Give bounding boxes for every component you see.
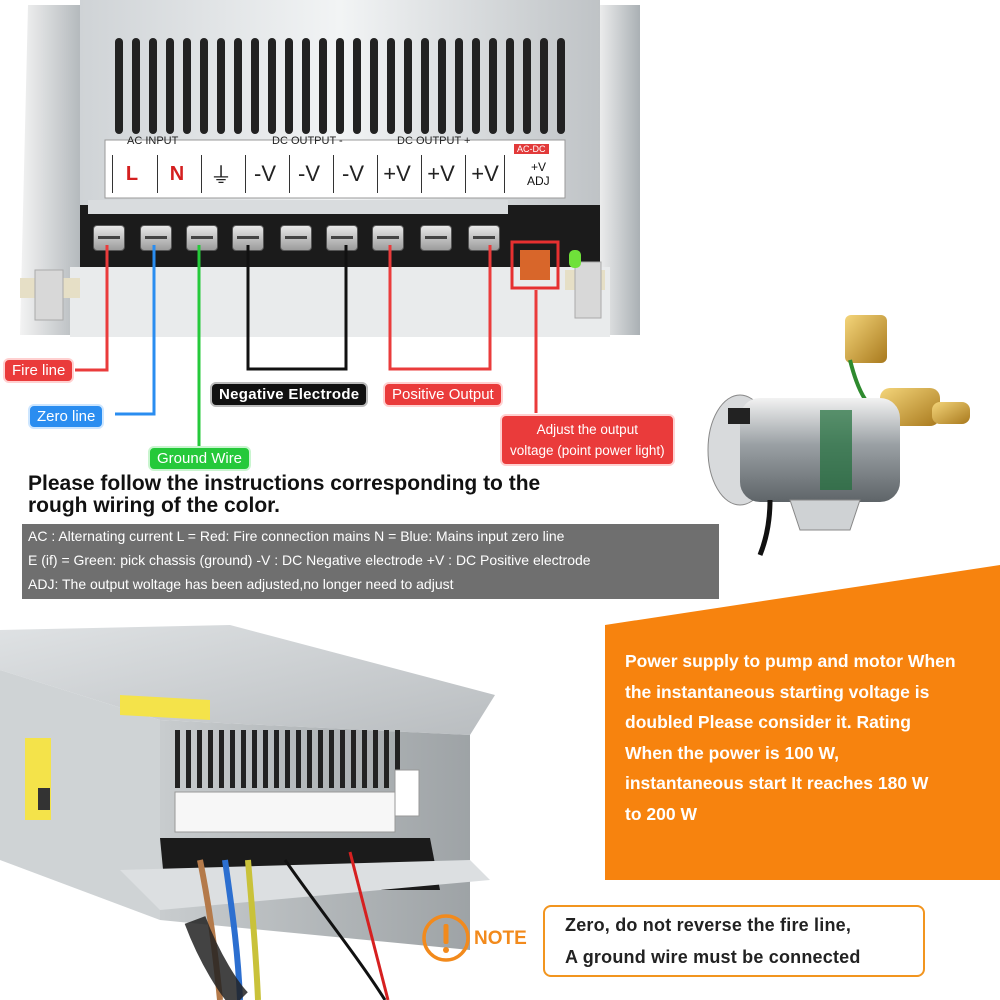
legend-line-1: AC : Alternating current L = Red: Fire c… — [28, 528, 565, 544]
dc-output-negative-label: DC OUTPUT - — [272, 135, 343, 147]
adj-label: ADJ — [527, 174, 550, 188]
color-legend-panel: AC : Alternating current L = Red: Fire c… — [22, 524, 719, 599]
banner-line-4: When the power is 100 W, — [625, 742, 839, 763]
note-box: Zero, do not reverse the fire line, A gr… — [543, 905, 925, 977]
screw-terminal — [420, 225, 452, 251]
ground-wire-tag: Ground Wire — [148, 446, 252, 471]
fire-wire — [75, 245, 109, 372]
legend-line-3: ADJ: The output woltage has been adjuste… — [28, 576, 454, 592]
water-pump-photo — [707, 315, 970, 556]
screw-terminal — [372, 225, 404, 251]
screw-terminal — [186, 225, 218, 251]
negative-electrode-tag: Negative Electrode — [210, 382, 369, 407]
wiring-diagram-lines — [75, 245, 538, 447]
negative-wire — [246, 245, 348, 371]
terminal-pos-2: +V — [421, 155, 460, 193]
terminal-neg-2: -V — [289, 155, 328, 193]
terminal-neg-1: -V — [245, 155, 284, 193]
terminal-pos-1: +V — [377, 155, 416, 193]
screw-terminal — [93, 225, 125, 251]
pump-motor-note: Power supply to pump and motor When the … — [625, 646, 1000, 829]
banner-line-3: doubled Please consider it. Rating — [625, 712, 911, 732]
positive-wire — [388, 245, 492, 371]
adjust-tag-line1: Adjust the output — [536, 422, 638, 437]
terminal-l: L — [112, 155, 151, 193]
screw-terminal — [468, 225, 500, 251]
screw-terminal — [140, 225, 172, 251]
dc-output-positive-label: DC OUTPUT + — [397, 135, 471, 147]
adjust-voltage-tag: Adjust the output voltage (point power l… — [500, 414, 675, 466]
positive-output-tag: Positive Output — [383, 382, 503, 407]
note-line-2: A ground wire must be connected — [565, 947, 861, 967]
terminal-pos-3: +V — [465, 155, 505, 193]
legend-line-2: E (if) = Green: pick chassis (ground) -V… — [28, 552, 591, 568]
adjust-tag-line2: voltage (point power light) — [510, 443, 665, 458]
ac-input-label: AC INPUT — [127, 135, 179, 147]
screw-terminal — [326, 225, 358, 251]
instructions-heading: Please follow the instructions correspon… — [28, 473, 668, 517]
terminal-n: N — [157, 155, 196, 193]
banner-line-6: to 200 W — [625, 803, 697, 824]
terminal-neg-3: -V — [333, 155, 372, 193]
banner-line-1: Power supply to pump and motor When — [625, 651, 956, 671]
banner-line-5: instantaneous start It reaches 180 W — [625, 773, 929, 793]
screw-terminal — [280, 225, 312, 251]
heading-line-1: Please follow the instructions correspon… — [28, 472, 541, 495]
adj-plus-v-label: +V — [531, 160, 547, 174]
power-supply-bottom-photo — [0, 625, 495, 1000]
zero-wire — [115, 245, 156, 416]
ground-icon: ⏚ — [209, 163, 232, 188]
power-supply-top-photo: AC INPUT DC OUTPUT - DC OUTPUT + L N ⏚ -… — [0, 0, 660, 345]
note-label: NOTE — [474, 928, 527, 949]
heading-line-2: rough wiring of the color. — [28, 494, 280, 517]
fire-line-tag: Fire line — [3, 358, 75, 383]
terminal-ground: ⏚ — [201, 155, 240, 193]
banner-line-2: the instantaneous starting voltage is — [625, 681, 930, 702]
zero-line-tag: Zero line — [28, 404, 105, 429]
note-line-1: Zero, do not reverse the fire line, — [565, 915, 852, 935]
ac-dc-badge: AC-DC — [514, 144, 549, 154]
warning-info-icon — [422, 914, 470, 962]
